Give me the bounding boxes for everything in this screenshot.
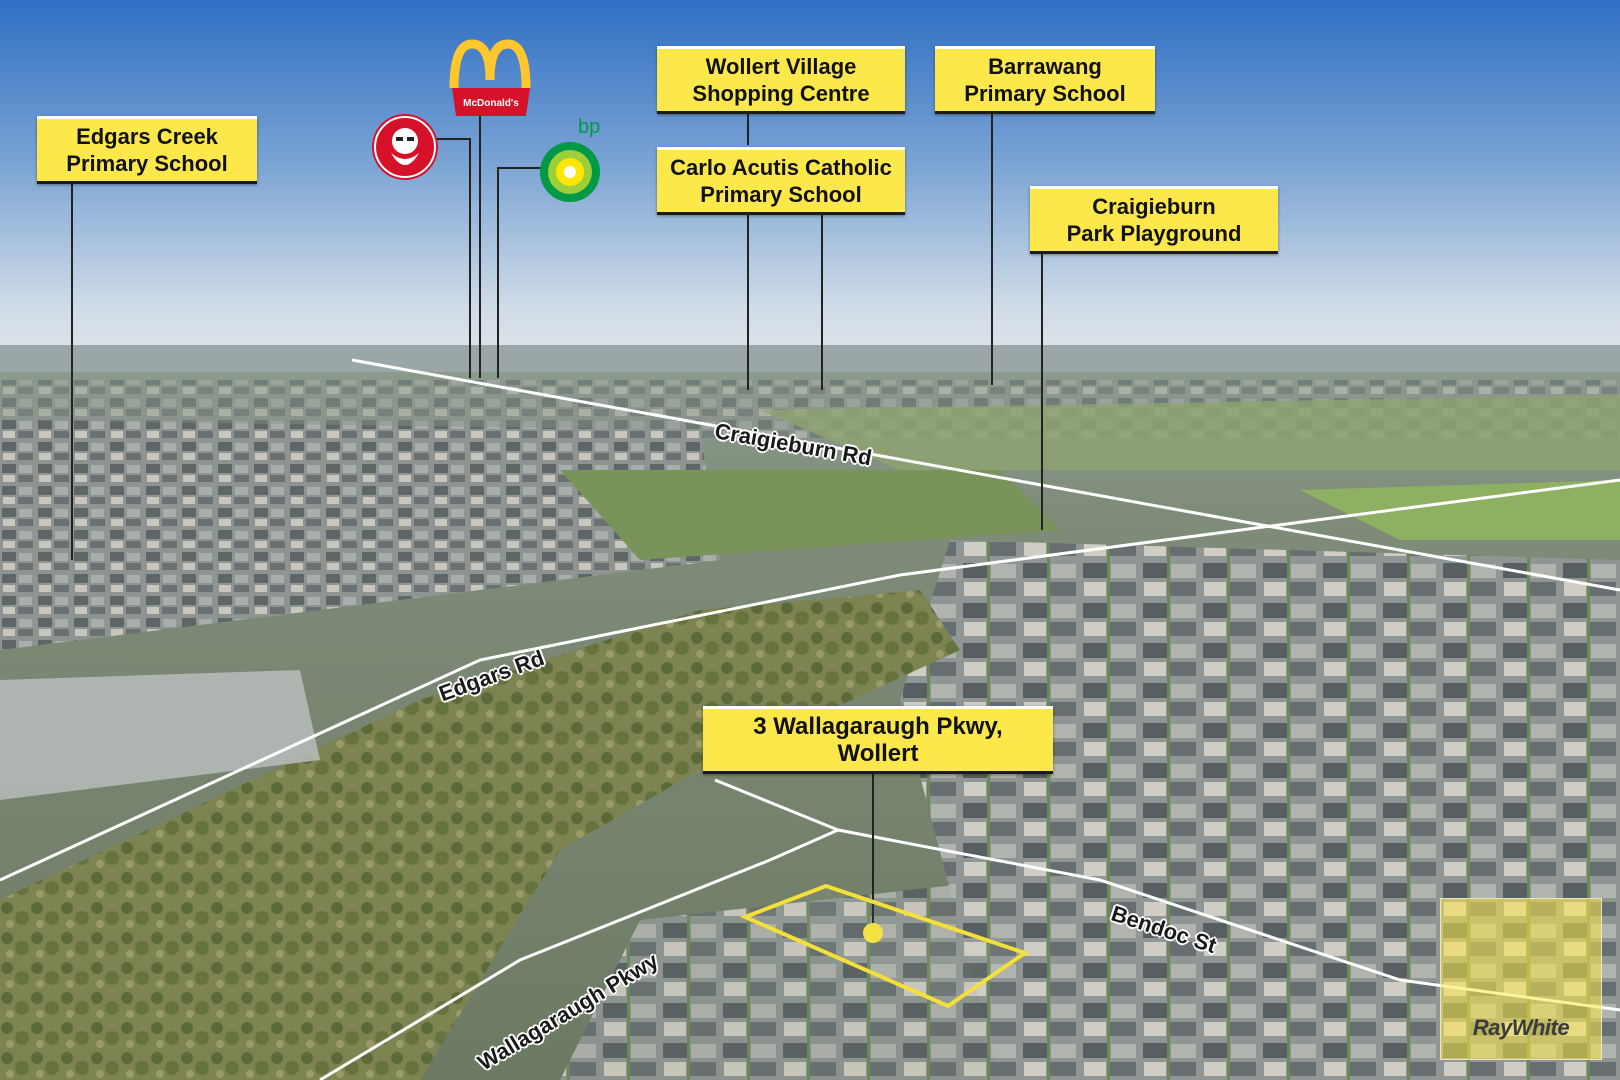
label-barrawang-primary-school: Barrawang Primary School: [935, 46, 1155, 114]
label-craigieburn-park-playground: Craigieburn Park Playground: [1030, 186, 1278, 254]
bp-wordmark: bp: [578, 116, 601, 138]
raywhite-watermark: RayWhite: [1440, 898, 1602, 1060]
property-boundary: [739, 883, 1030, 1009]
label-wollert-village-shopping-centre: Wollert Village Shopping Centre: [657, 46, 905, 114]
mcdonalds-wordmark: McDonald's: [463, 98, 519, 109]
label-edgars-creek-primary-school: Edgars Creek Primary School: [37, 116, 257, 184]
label-property-address: 3 Wallagaraugh Pkwy, Wollert: [703, 706, 1053, 774]
leader-lines: [71, 112, 1043, 930]
property-marker-dot: [863, 923, 883, 943]
craigieburn-rd-line: [351, 358, 1620, 592]
edgars-rd-line: [0, 478, 1620, 882]
bp-logo: [540, 142, 600, 202]
label-carlo-acutis-catholic-primary-school: Carlo Acutis Catholic Primary School: [657, 147, 905, 215]
kfc-logo: [372, 114, 438, 180]
wallagaraugh-pkwy-line: [319, 828, 839, 1080]
raywhite-logo-text: RayWhite: [1472, 1015, 1570, 1040]
mcdonalds-logo: [449, 39, 531, 116]
